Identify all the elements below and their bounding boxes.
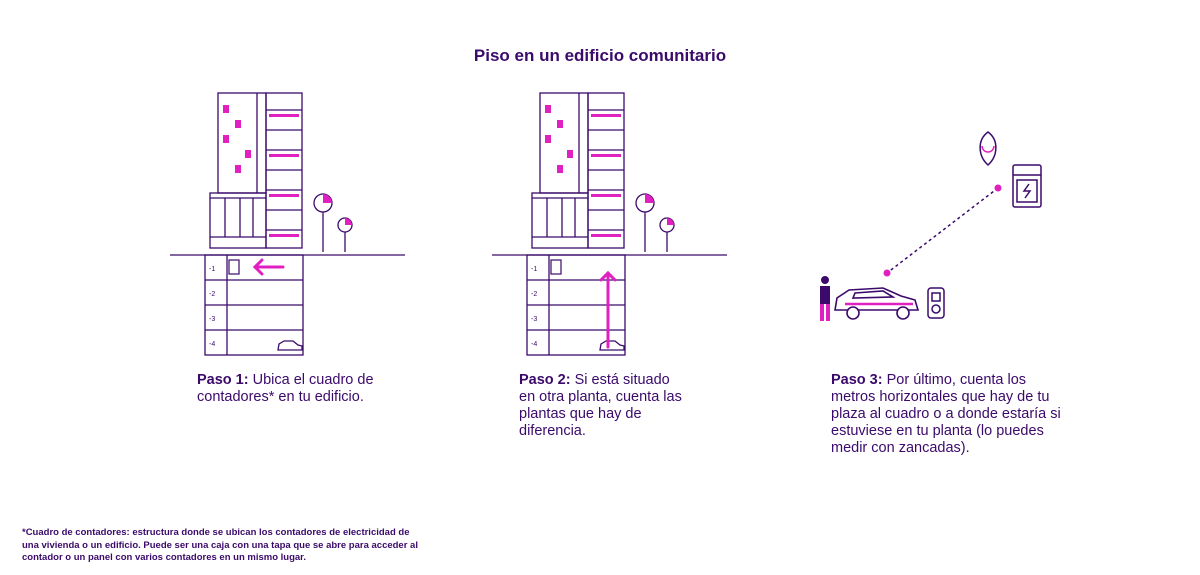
building-illustration-step-1: -1 -2 -3 -4 [170,92,405,356]
floor-label: -1 [209,266,215,273]
location-pin-icon [979,131,997,167]
floor-label: -3 [531,316,537,323]
step-3-label: Paso 3: [831,372,883,388]
floor-label: -1 [531,266,537,273]
floor-label: -4 [209,341,215,348]
step-2-text: Paso 2: Si está situado en otra planta, … [519,372,689,440]
building-illustration-step-2: -1 -2 -3 -4 [492,92,727,356]
step-3-description: Por último, cuenta los metros horizontal… [831,372,1061,456]
step-3-text: Paso 3: Por último, cuenta los metros ho… [831,372,1066,457]
parking-distance-illustration [820,131,1042,321]
page-title: Piso en un edificio comunitario [473,46,727,65]
step-2-label: Paso 2: [519,372,571,388]
footnote: *Cuadro de contadores: estructura donde … [22,527,418,563]
person-icon [820,276,830,321]
floor-label: -2 [209,291,215,298]
step-1-text: Paso 1: Ubica el cuadro de contadores* e… [197,372,397,406]
car-icon [834,287,920,320]
step-1-description: Ubica el cuadro de contadores* en tu edi… [197,372,374,405]
charger-icon [927,287,945,319]
meter-box-icon [1012,164,1042,208]
floor-label: -2 [531,291,537,298]
step-1-label: Paso 1: [197,372,249,388]
step-2-description: Si está situado en otra planta, cuenta l… [519,372,682,439]
floor-label: -3 [209,316,215,323]
floor-label: -4 [531,341,537,348]
